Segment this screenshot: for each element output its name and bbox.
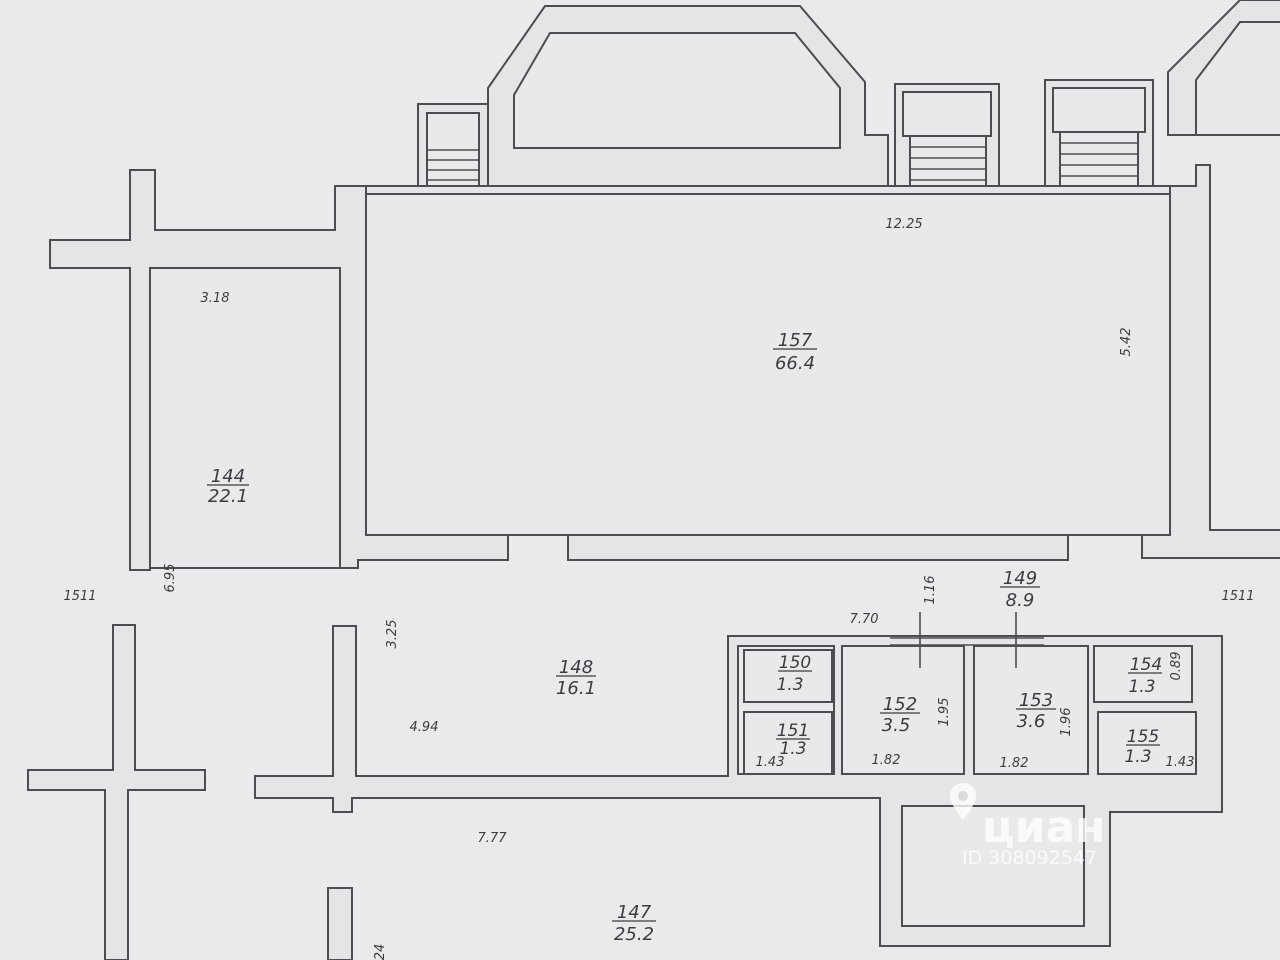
room-number: 151 [777, 721, 809, 741]
dim-12-25: 12.25 [885, 217, 922, 232]
axis-label-left: 1511 [63, 589, 96, 604]
room-area: 1.3 [1128, 677, 1155, 697]
room-157 [365, 193, 1171, 536]
top-bay-structure [487, 5, 889, 187]
room-155-label: 155 1.3 [1124, 727, 1160, 767]
room-area: 66.4 [775, 353, 815, 374]
room-area: 1.3 [1124, 747, 1151, 767]
hall-157-left-wall [49, 169, 509, 571]
room-150-label: 150 1.3 [776, 653, 812, 695]
room-number: 152 [883, 694, 917, 715]
room-153-label: 153 3.6 [1016, 690, 1056, 732]
axis-label-right: 1511 [1221, 589, 1254, 604]
dim-0-89: 0.89 [1169, 652, 1184, 681]
lower-left-cross-wall [27, 624, 206, 960]
room-149-label: 149 8.9 [1000, 568, 1040, 611]
bottom-bay-room [901, 805, 1085, 927]
room-number: 157 [778, 330, 813, 351]
room-number: 154 [1130, 655, 1162, 675]
room-area: 3.6 [1017, 711, 1046, 732]
stair-steps [909, 135, 987, 187]
room-152-label: 152 3.5 [880, 694, 920, 736]
dim-1-82-a: 1.82 [872, 753, 901, 768]
dim-7-77: 7.77 [478, 831, 508, 846]
stair-landing [902, 91, 992, 137]
dim-3-25: 3.25 [385, 620, 400, 649]
room-area: 1.3 [776, 675, 803, 695]
dim-1-43-b: 1.43 [1166, 755, 1195, 770]
watermark-brand: циан [982, 802, 1106, 853]
dim-3-18: 3.18 [201, 291, 230, 306]
watermark-listing-id: ID 308092547 [962, 847, 1097, 869]
room-154 [1093, 645, 1193, 703]
dim-4-94: 4.94 [410, 720, 439, 735]
dim-1-96: 1.96 [1059, 708, 1074, 737]
dim-1-16: 1.16 [923, 576, 938, 605]
room-area: 25.2 [614, 924, 654, 945]
hall-157-top-wall [365, 185, 1171, 195]
room-148-label: 148 16.1 [556, 657, 596, 699]
room-number: 155 [1127, 727, 1159, 747]
room-157-label: 157 66.4 [773, 330, 817, 374]
room-144-label: 144 22.1 [207, 466, 249, 507]
room-152 [841, 645, 965, 775]
room-153 [973, 645, 1089, 775]
dim-7-70: 7.70 [850, 612, 879, 627]
map-pin-icon [950, 783, 976, 820]
bay-inner-space [513, 32, 841, 149]
dim-1-82-b: 1.82 [1000, 756, 1029, 771]
dim-1-43-a: 1.43 [756, 755, 785, 770]
corner-inner-space [1195, 21, 1280, 136]
top-right-stair [1044, 79, 1154, 187]
room-154-label: 154 1.3 [1128, 655, 1162, 697]
room-150 [743, 649, 833, 703]
room-number: 150 [779, 653, 811, 673]
room-144 [149, 267, 341, 569]
dim-6-95: 6.95 [163, 564, 178, 593]
watermark: циан ID 308092547 [950, 783, 1106, 869]
room-number: 148 [559, 657, 593, 678]
room-number: 153 [1019, 690, 1053, 711]
top-mid-stair [894, 83, 1000, 187]
room-number: 149 [1003, 568, 1037, 589]
room-area: 8.9 [1006, 590, 1035, 611]
room-151-label: 151 1.3 [776, 721, 810, 759]
stair-landing [1052, 87, 1146, 133]
room-151 [743, 711, 833, 775]
room-147-label: 147 25.2 [612, 902, 656, 945]
room-number: 147 [617, 902, 652, 923]
room-area: 16.1 [556, 678, 596, 699]
stair-steps [1059, 131, 1139, 187]
dim-1-95: 1.95 [937, 698, 952, 727]
room-area: 22.1 [208, 486, 248, 507]
room-area: 1.3 [779, 739, 806, 759]
lower-partition-wall [327, 887, 353, 960]
hall-157-bottom-wall [567, 534, 1069, 561]
room-area: 3.5 [882, 715, 911, 736]
top-left-stair [417, 103, 489, 187]
dim-5-42: 5.42 [1119, 328, 1134, 357]
top-right-corner-structure [1167, 0, 1280, 136]
room-155 [1097, 711, 1197, 775]
room-number: 144 [211, 466, 245, 487]
dim-24: 24 [373, 944, 388, 960]
